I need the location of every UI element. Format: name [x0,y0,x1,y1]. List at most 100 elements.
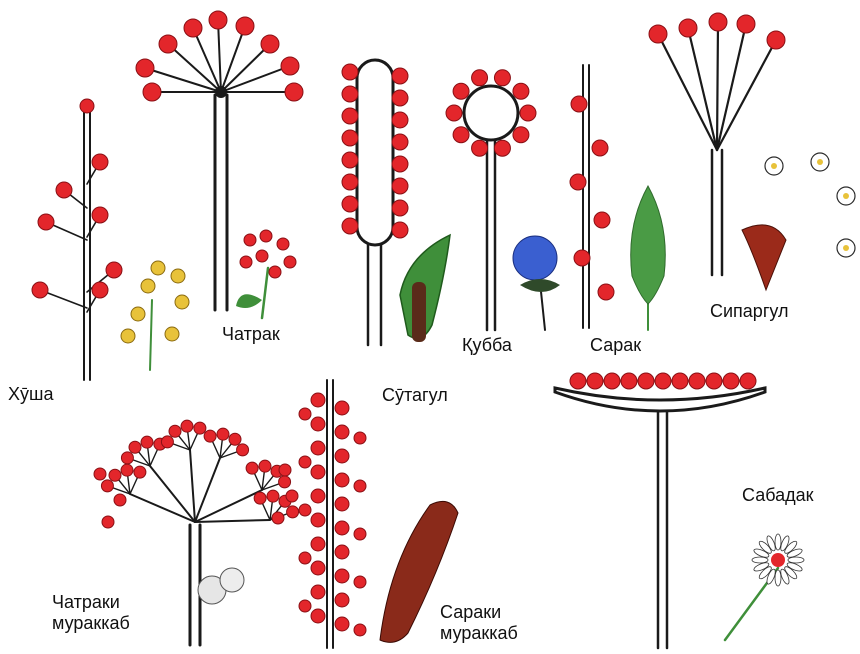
flower-anthodium [689,373,705,389]
ray [221,44,270,92]
flower-spike [570,174,586,190]
flower-umbel [285,83,303,101]
flower-compound [237,444,249,456]
flower-spadix [342,64,358,80]
spadix-inner [412,282,426,342]
flower-compound [272,512,284,524]
flower-spadix [392,134,408,150]
flower-spadix [342,152,358,168]
receptacle-plate [555,388,765,411]
daisy-petal [775,534,781,550]
flower-compound [121,452,133,464]
flower-spadix [342,218,358,234]
flower-anthodium [740,373,756,389]
flower-compound [229,433,241,445]
small-flower [244,234,256,246]
daisy-petal [775,570,781,586]
flower-spadix [342,196,358,212]
flower-compound [129,441,141,453]
label-sipargul: Сипаргул [710,301,789,322]
flower-anthodium [638,373,654,389]
flower-spike [598,284,614,300]
flower-compound-spike [354,432,366,444]
flower-head [520,105,536,121]
flower-compound [204,430,216,442]
flower-raceme [92,207,108,223]
flower-head [472,70,488,86]
flower-spadix [342,86,358,102]
flower-spike [574,250,590,266]
daisy-petal [752,557,768,563]
yellow-flower [175,295,189,309]
flower-spadix [342,174,358,190]
flower-compound-spike [299,504,311,516]
flower-spike [592,140,608,156]
ray [717,24,746,150]
flower-compound [169,425,181,437]
flower-compound-spike [311,441,325,455]
yellow-flower [171,269,185,283]
daisy-petal [788,557,804,563]
flower-compound [134,466,146,478]
flower-raceme [56,182,72,198]
label-chatraki-murakkab: Чатраки мураккаб [52,592,130,634]
flower-head [494,70,510,86]
flower-compound-spike [311,537,325,551]
flower-compound-spike [335,425,349,439]
flower-compound-spike [354,480,366,492]
flower-compound [101,480,113,492]
small-flower [269,266,281,278]
flower-compound-spike [311,393,325,407]
small-flower [256,250,268,262]
daisy-center [771,553,785,567]
flower-compound-spike [335,521,349,535]
label-sarak: Сарак [590,335,641,356]
flower-compound [194,422,206,434]
flower-head [513,83,529,99]
flower-spadix [392,200,408,216]
flower-spadix [392,156,408,172]
flower-compound-spike [311,561,325,575]
flower-compound-spike [311,585,325,599]
flower-corymb [679,19,697,37]
stem-small [150,300,152,370]
flower-compound-spike [299,456,311,468]
flower-compound [181,420,193,432]
flower-compound [109,469,121,481]
flower-compound-spike [311,489,325,503]
bracts [520,279,560,292]
white-umbel [220,568,244,592]
flower-umbel [281,57,299,75]
flower-umbel [143,83,161,101]
flower-raceme [92,282,108,298]
flower-head [446,105,462,121]
green-spike [631,186,666,304]
small-flower [277,238,289,250]
flower-compound-spike [335,497,349,511]
flower-head [494,140,510,156]
ray [130,494,195,522]
ray [717,40,776,150]
flower-corymb [737,15,755,33]
flower-compound [246,462,258,474]
flower-anthodium [723,373,739,389]
flower-compound [161,436,173,448]
ray [688,28,717,150]
flower-compound-spike [335,401,349,415]
ray [221,66,290,92]
ray [195,520,270,522]
flower-anthodium [621,373,637,389]
flower-compound-spike [311,609,325,623]
flower-compound-spike [311,417,325,431]
ray [168,44,221,92]
flower-compound-spike [335,449,349,463]
flower-compound-spike [335,593,349,607]
flower-compound [254,492,266,504]
flower-compound-spike [299,408,311,420]
label-khusha: Хӯша [8,384,53,405]
flower-corymb [767,31,785,49]
flower-center [843,193,849,199]
yellow-flower [141,279,155,293]
